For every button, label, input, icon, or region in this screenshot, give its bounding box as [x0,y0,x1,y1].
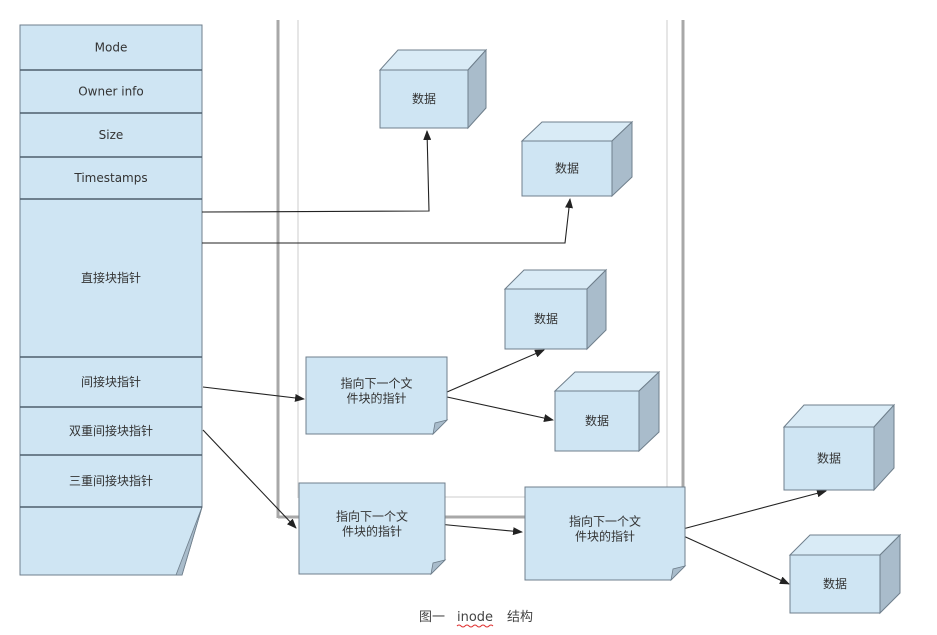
inode-tail-page [19,506,203,576]
field-label: 三重间接块指针 [69,473,153,488]
data-block-label: 数据 [817,451,841,466]
inode-field-timestamps: Timestamps [19,156,203,200]
data-block-d5: 数据 [782,403,896,492]
pointer-label-line2: 件块的指针 [342,524,402,539]
field-label: Mode [95,41,128,55]
caption-prefix: 图一 [419,610,445,625]
data-block-label: 数据 [585,413,609,428]
cube-front [554,390,640,452]
data-block-d4: 数据 [553,370,661,453]
field-cell [19,356,203,408]
cube-front [504,288,588,350]
inode-field-direct: 直接块指针 [19,198,203,358]
field-label: 双重间接块指针 [69,423,153,438]
data-block-label: 数据 [823,576,847,591]
cube-front [379,69,469,129]
arrow-pb1-to-d4 [446,396,554,423]
cube-front [521,140,613,197]
data-block-d3: 数据 [503,268,608,351]
folded-corner-icon [670,565,687,582]
inode-field-mode: Mode [19,24,203,71]
pointer-label-line2: 件块的指针 [346,391,406,406]
pointer-label-line2: 件块的指针 [575,529,635,544]
inode-field-size: Size [19,112,203,158]
arrow-direct-to-d2 [202,198,573,244]
inode-field-owner: Owner info [19,69,203,114]
folded-corner-icon [430,559,447,576]
figure-caption: 图一 inode 结构 [419,610,533,628]
data-block-d2: 数据 [520,120,634,198]
cube-front [783,426,875,491]
inode-field-triple: 三重间接块指针 [19,454,203,508]
cube-front [789,554,881,614]
arrow-pb1-to-d3 [446,349,545,393]
arrow-direct-to-d1 [201,130,432,213]
arrow-pb3-to-d5 [678,489,827,531]
arrow-pb2-to-pb3 [437,523,523,536]
pointer-label-line1: 指向下一个文 [340,376,412,391]
folded-corner-icon [432,419,449,436]
caption-word: inode [457,610,493,625]
page-curl-icon [175,506,203,576]
arrow-pb3-to-d6 [678,533,790,585]
arrow-double-to-pb2 [202,429,297,529]
data-block-label: 数据 [534,311,558,326]
data-block-label: 数据 [412,91,436,106]
field-label: 间接块指针 [81,374,141,389]
field-label: 直接块指针 [81,270,141,285]
inode-field-indirect: 间接块指针 [19,356,203,408]
data-block-label: 数据 [555,161,579,176]
field-cell [19,406,203,456]
field-label: Size [99,128,124,142]
inode-field-double: 双重间接块指针 [19,406,203,456]
field-cell [19,198,203,358]
field-cell [19,69,203,114]
caption-suffix: 结构 [507,610,533,625]
field-label: Timestamps [73,171,147,185]
pointer-label-line1: 指向下一个文 [336,509,408,524]
field-label: Owner info [78,85,144,99]
field-cell [19,112,203,158]
spellcheck-underline [456,624,494,628]
data-block-d1: 数据 [378,48,488,130]
arrow-indirect-to-pb1 [202,386,305,402]
inode-field-tail [19,506,203,576]
field-cell [19,454,203,508]
connectors [201,130,827,585]
data-block-d6: 数据 [788,533,902,615]
pointer-label-line1: 指向下一个文 [569,514,641,529]
